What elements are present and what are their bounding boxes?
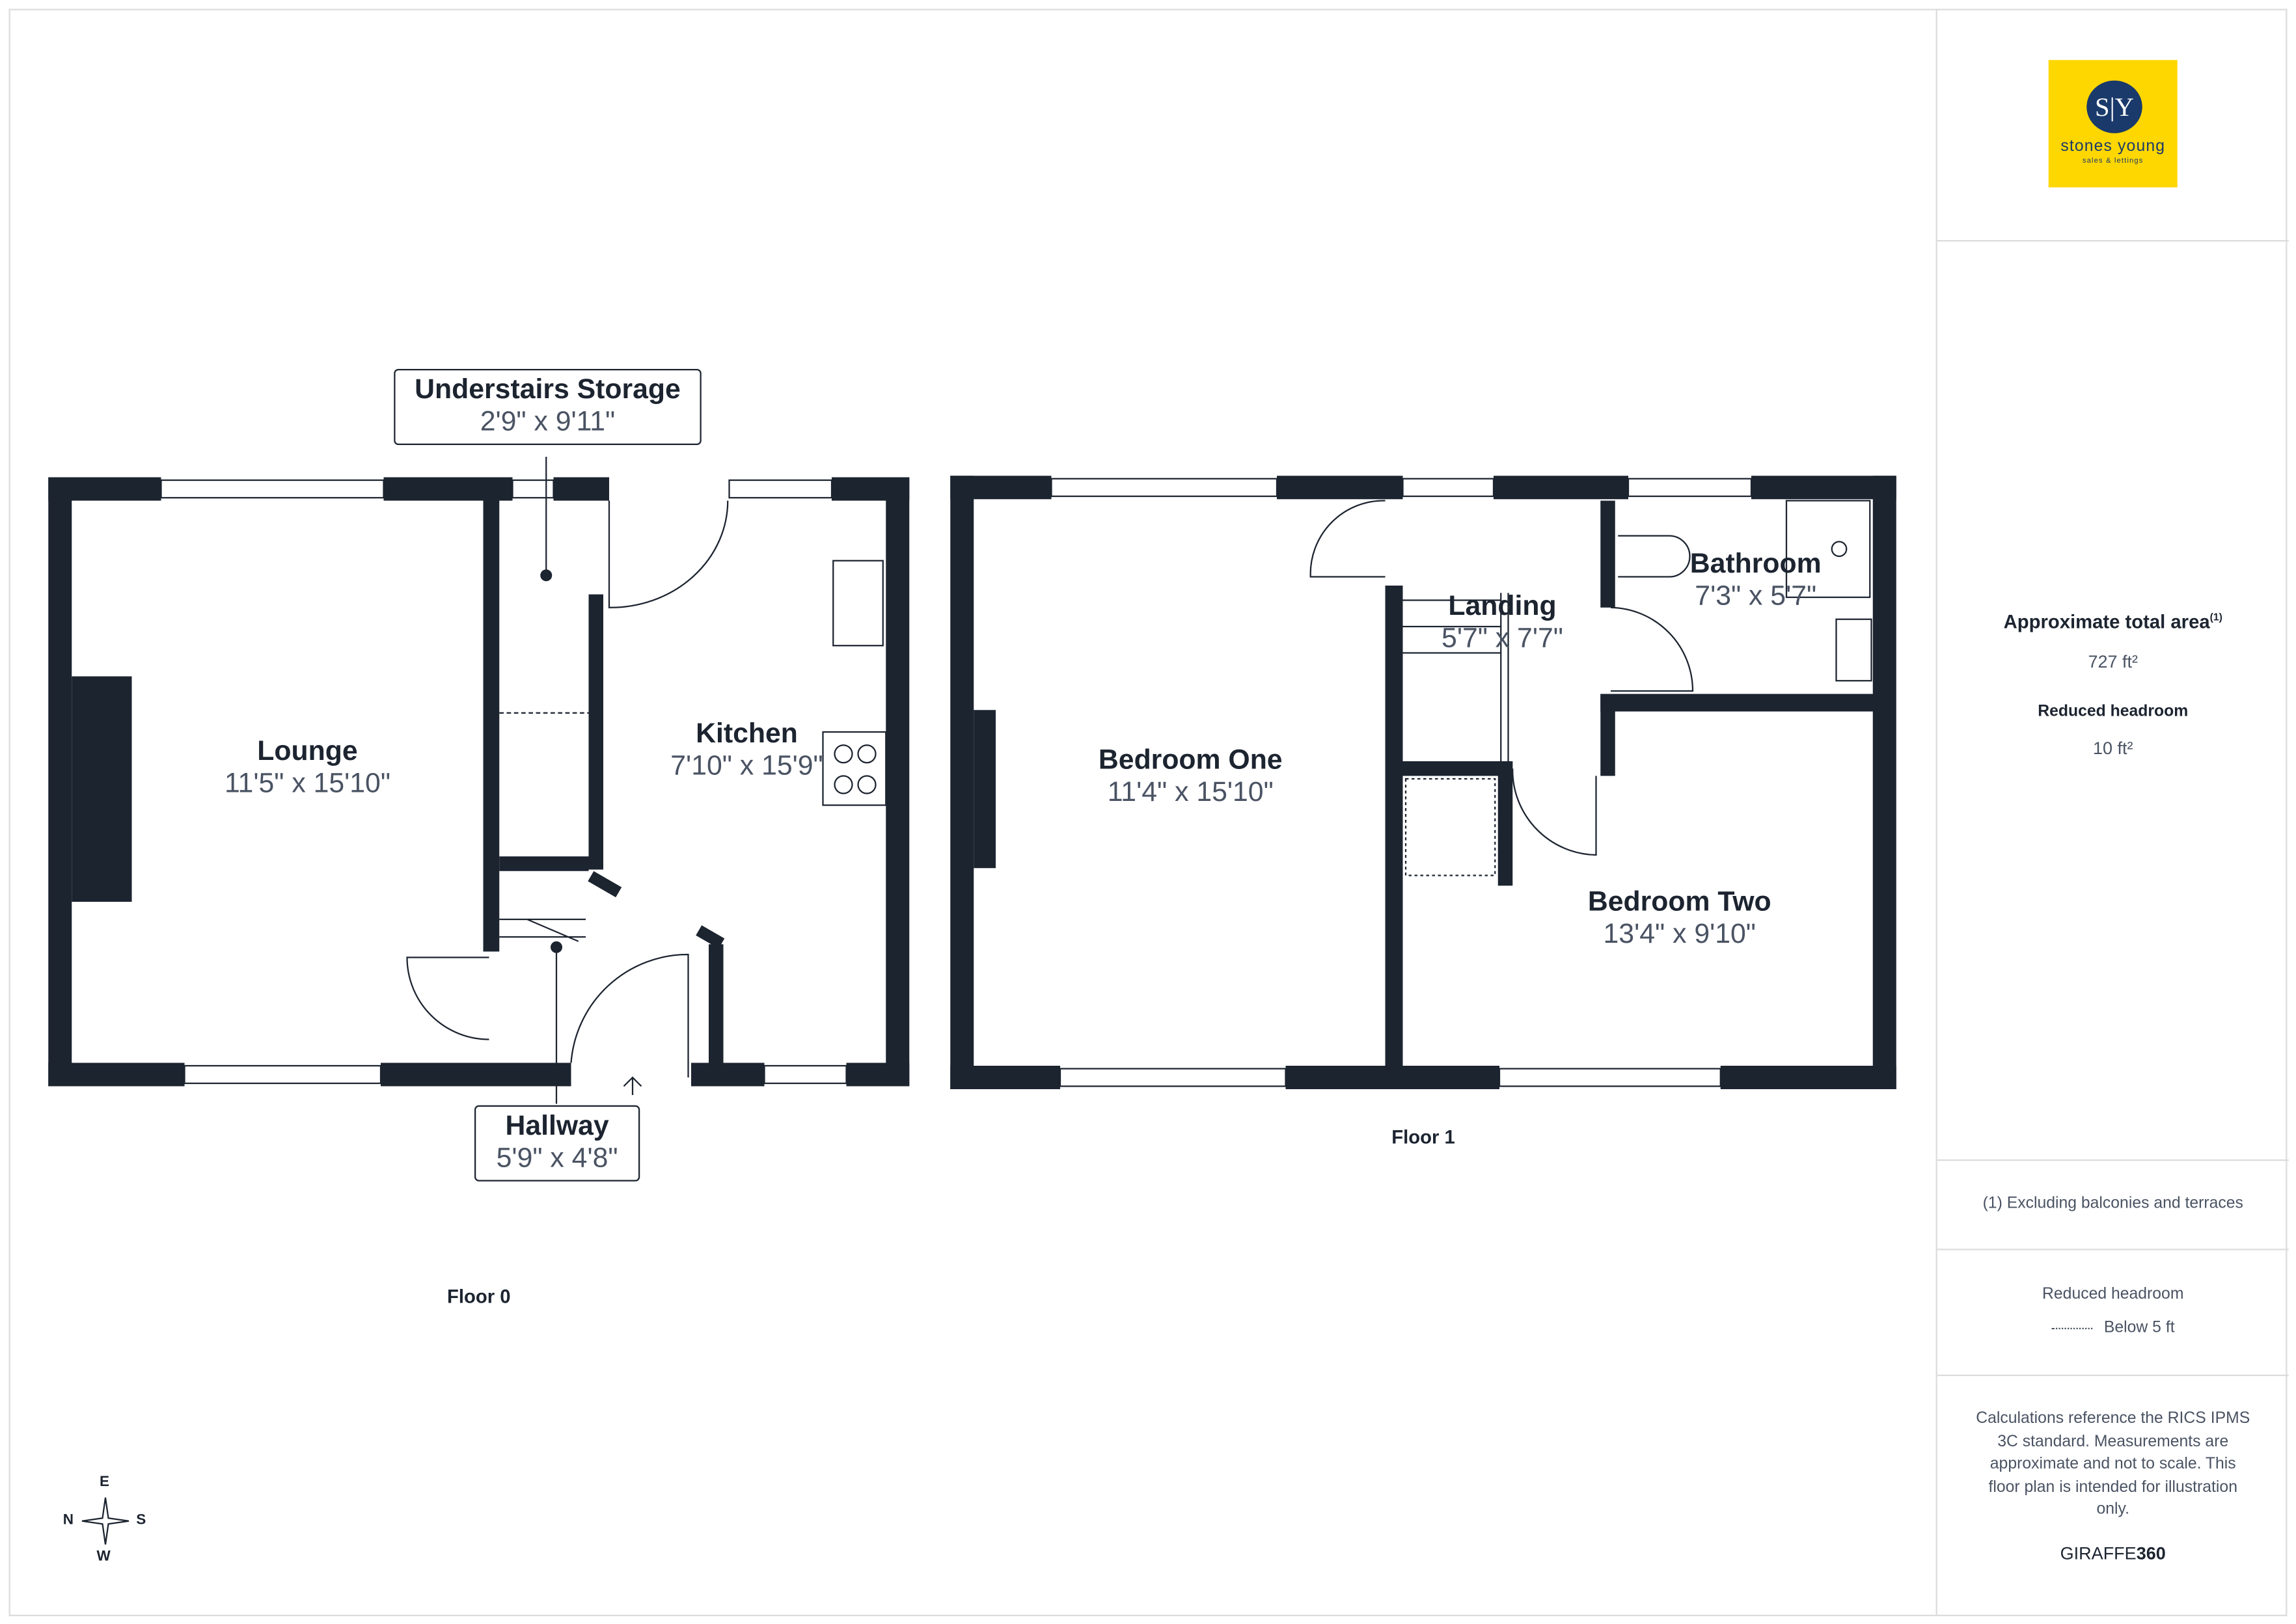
floor-1-details: [1050, 478, 1872, 1087]
room-label-understairs-storage: Understairs Storage 2'9" x 9'11": [394, 369, 702, 445]
room-label-hallway: Hallway 5'9" x 4'8": [474, 1105, 640, 1182]
brand-b: 360: [2136, 1542, 2166, 1563]
brand-a: GIRAFFE: [2060, 1542, 2137, 1563]
logo-tagline: sales & lettings: [2082, 156, 2144, 166]
page-frame: [8, 8, 2288, 1616]
chimney-breast: [974, 710, 996, 869]
compass-s: S: [136, 1512, 146, 1528]
total-area-label: Approximate total area: [2003, 610, 2210, 632]
room-name: Bedroom One: [1098, 745, 1283, 776]
room-name: Kitchen: [696, 718, 798, 750]
disclaimer-section: Calculations reference the RICS IPMS 3C …: [1937, 1374, 2289, 1618]
room-name: Understairs Storage: [415, 375, 681, 406]
room-dims: 7'10" x 15'9": [670, 751, 823, 782]
floor-1-walls: [950, 476, 1896, 1089]
chimney-breast: [72, 676, 132, 902]
compass-e: E: [100, 1474, 110, 1491]
room-dims: 13'4" x 9'10": [1603, 919, 1756, 951]
total-area-sup: (1): [2209, 613, 2222, 623]
room-name: Lounge: [257, 736, 358, 767]
info-sidebar: S|Y stones young sales & lettings Approx…: [1935, 8, 2289, 1618]
room-dims: 5'9" x 4'8": [496, 1143, 618, 1174]
reduced-headroom-label: Reduced headroom: [2038, 703, 2189, 720]
footnote: (1) Excluding balconies and terraces: [1982, 1195, 2243, 1212]
floor-0-details: [160, 457, 887, 1104]
compass-rose-icon: [81, 1497, 130, 1545]
room-name: Bedroom Two: [1587, 887, 1771, 918]
total-area-value: 727 ft²: [2088, 651, 2139, 672]
legend-title: Reduced headroom: [2042, 1285, 2184, 1303]
footnote-section: (1) Excluding balconies and terraces: [1937, 1159, 2289, 1251]
agency-logo: S|Y stones young sales & lettings: [2048, 60, 2178, 187]
logo-initials: S|Y: [2086, 80, 2142, 133]
compass-w: W: [96, 1549, 111, 1565]
compass-n: N: [62, 1512, 74, 1528]
floor-1-label: Floor 1: [1391, 1126, 1455, 1148]
room-dims: 2'9" x 9'11": [480, 407, 616, 438]
room-dims: 11'5" x 15'10": [224, 768, 391, 800]
compass: E N S W: [56, 1471, 156, 1571]
floor-plan-drawing: [48, 457, 1896, 1104]
reduced-headroom-value: 10 ft²: [2092, 738, 2133, 759]
logo-name: stones young: [2060, 137, 2166, 156]
room-name: Landing: [1448, 591, 1557, 623]
floor-0-label: Floor 0: [446, 1285, 511, 1308]
floor-0-walls: [48, 477, 910, 1087]
legend-item: Below 5 ft: [2103, 1319, 2175, 1337]
legend-section: Reduced headroom Below 5 ft: [1937, 1249, 2289, 1376]
disclaimer: Calculations reference the RICS IPMS 3C …: [1976, 1409, 2250, 1519]
dotted-line-icon: [2051, 1327, 2092, 1329]
room-name: Hallway: [505, 1111, 609, 1142]
room-dims: 11'4" x 15'10": [1107, 777, 1274, 808]
area-section: Approximate total area(1) 727 ft² Reduce…: [1937, 240, 2289, 1161]
room-name: Bathroom: [1689, 548, 1822, 580]
room-dims: 5'7" x 7'7": [1442, 623, 1563, 655]
room-dims: 7'3" x 5'7": [1695, 581, 1817, 612]
